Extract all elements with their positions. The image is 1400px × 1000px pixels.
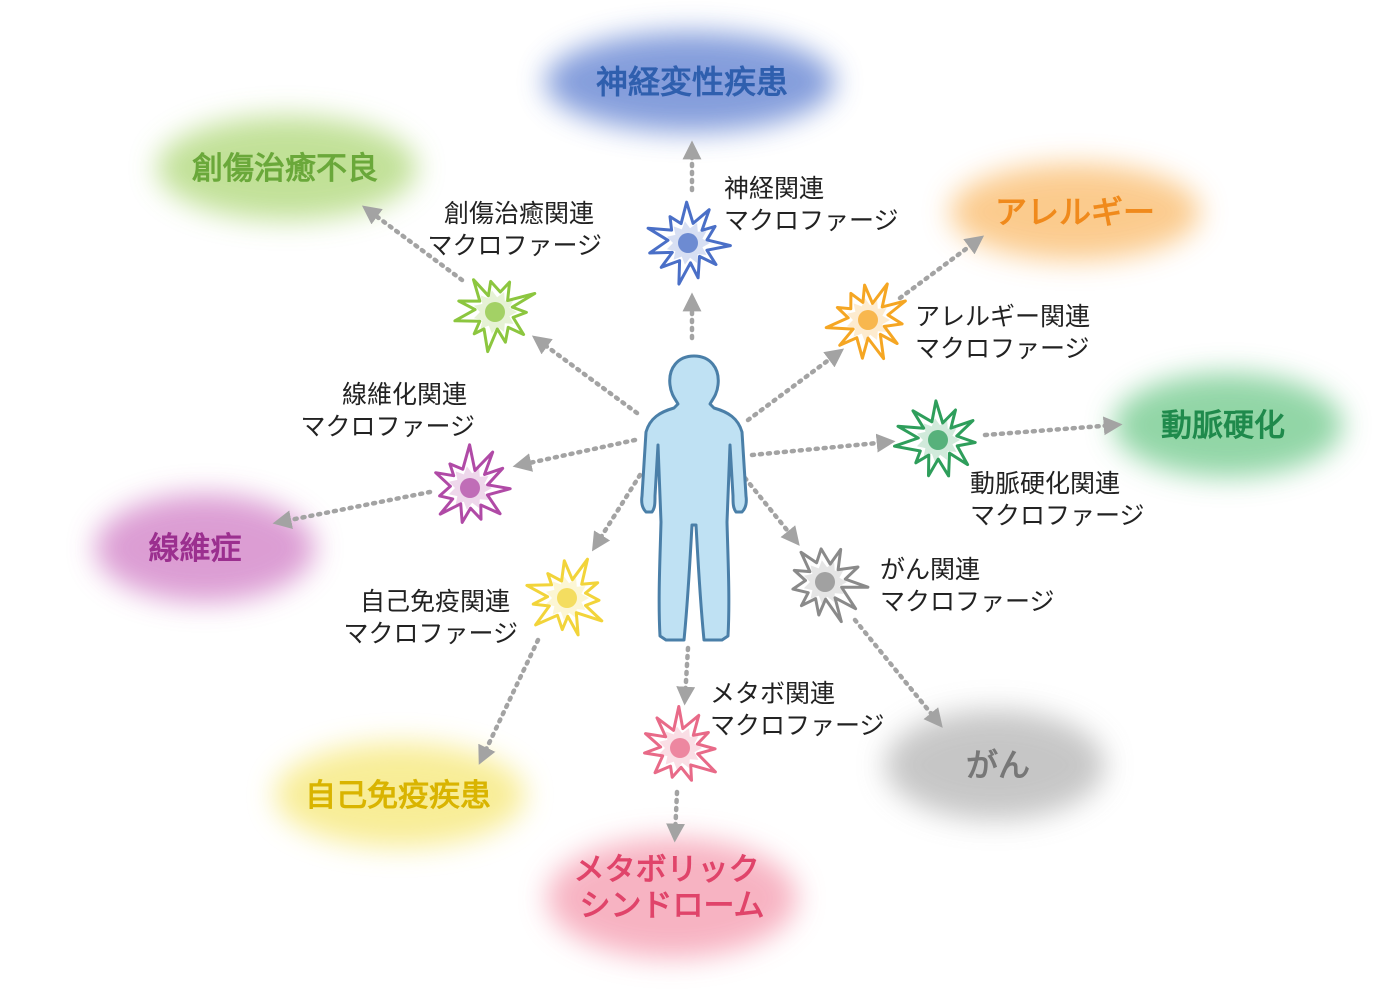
macrophage-cell-athero (893, 399, 977, 478)
arrow-fibrosis-macrophage-to-disease (272, 489, 433, 530)
macrophage-label-wound: 創傷治癒関連 マクロファージ (427, 199, 602, 260)
arrow-body-to-athero-macrophage (749, 433, 896, 458)
disease-bubble-bg (545, 32, 835, 132)
macrophage-label-line: アレルギー関連 (915, 302, 1090, 331)
arrow-group (272, 140, 1123, 843)
arrow-cancer-macrophage-to-disease (852, 617, 943, 728)
macrophage-label-line: 創傷治癒関連 (444, 199, 594, 228)
arrow-athero-macrophage-to-disease (982, 416, 1123, 438)
macrophage-label-neuro: 神経関連 マクロファージ (724, 174, 899, 235)
macrophage-cell-cancer (791, 547, 870, 624)
macrophage-cell-group (434, 200, 977, 782)
macrophage-nucleus (557, 588, 577, 608)
disease-label-line: メタボリック (574, 852, 760, 888)
macrophage-label-line: マクロファージ (427, 231, 602, 260)
macrophage-cell-wound (453, 278, 537, 354)
macrophage-label-line: 神経関連 (724, 174, 824, 203)
arrow-body-to-metabolic-macrophage (676, 645, 696, 706)
macrophage-label-fibrosis: 線維化関連 マクロファージ (300, 380, 475, 441)
disease-label: アレルギー (995, 193, 1155, 231)
macrophage-label-line: メタボ関連 (710, 679, 835, 708)
disease-label: 動脈硬化 (1161, 408, 1285, 444)
disease-autoimmune: 自己免疫疾患 (275, 743, 525, 847)
macrophage-label-line: 線維化関連 (342, 380, 467, 409)
disease-label: 創傷治癒不良 (192, 151, 378, 187)
disease-athero: 動脈硬化 (1113, 373, 1343, 477)
disease-label: 自己免疫疾患 (305, 778, 491, 814)
arrow-wound-macrophage-to-disease (361, 205, 465, 283)
arrow-body-to-fibrosis-macrophage (512, 437, 638, 472)
disease-allergy: アレルギー (950, 164, 1200, 260)
disease-label-line: 自己免疫疾患 (305, 778, 491, 814)
macrophage-cell-autoimmune (525, 557, 604, 637)
disease-bubble-bg (95, 494, 315, 602)
human-body-shape (640, 354, 748, 642)
disease-label-line: がん (966, 746, 1030, 784)
macrophage-label-line: マクロファージ (710, 711, 885, 740)
macrophage-nucleus (670, 738, 690, 758)
macrophage-nucleus (678, 233, 698, 253)
disease-fibrosis: 線維症 (95, 494, 315, 602)
macrophage-label-autoimmune: 自己免疫関連 マクロファージ (343, 587, 518, 648)
macrophage-label-line: 動脈硬化関連 (970, 469, 1120, 498)
macrophage-nucleus (858, 310, 878, 330)
arrow-body-to-wound-macrophage (531, 335, 640, 416)
macrophage-label-allergy: アレルギー関連 マクロファージ (915, 302, 1098, 363)
arrow-body-to-autoimmune-macrophage (591, 472, 643, 552)
disease-bubble-bg (950, 164, 1200, 260)
macrophage-nucleus (928, 430, 948, 450)
macrophage-label-athero: 動脈硬化関連 マクロファージ (970, 469, 1145, 530)
disease-bubble-bg (1113, 373, 1343, 477)
disease-label-line: 神経変性疾患 (596, 63, 788, 101)
macrophage-nucleus (485, 302, 505, 322)
macrophage-label-line: マクロファージ (915, 334, 1090, 363)
arrow-body-to-allergy-macrophage (745, 348, 845, 423)
disease-bubble-bg (885, 710, 1105, 820)
disease-neuro: 神経変性疾患 (545, 32, 835, 132)
disease-label-line: アレルギー (995, 193, 1155, 231)
macrophage-labels: 神経関連 マクロファージ 創傷治癒関連 マクロファージ アレルギー関連 マクロフ… (300, 174, 1144, 740)
disease-wound: 創傷治癒不良 (157, 116, 417, 220)
macrophage-label-line: 自己免疫関連 (360, 587, 510, 616)
disease-label: メタボリック シンドローム (574, 852, 771, 924)
macrophage-nucleus (460, 478, 480, 498)
macrophage-cell-metabolic (643, 705, 717, 782)
macrophage-label-line: マクロファージ (880, 587, 1055, 616)
macrophage-label-line: がん関連 (880, 555, 980, 584)
disease-label-line: 創傷治癒不良 (192, 151, 378, 187)
arrow-allergy-macrophage-to-disease (897, 235, 985, 301)
disease-label-line: シンドローム (579, 888, 764, 924)
macrophage-label-line: マクロファージ (724, 206, 899, 235)
human-body-icon (640, 354, 748, 642)
disease-bubble-bg (157, 116, 417, 220)
disease-cancer: がん (885, 710, 1105, 820)
macrophage-label-line: マクロファージ (343, 619, 518, 648)
disease-label-line: 動脈硬化 (1161, 408, 1285, 444)
disease-label: 線維症 (149, 531, 242, 567)
macrophage-cell-fibrosis (434, 443, 512, 524)
disease-label: 神経変性疾患 (596, 63, 788, 101)
macrophage-nucleus (815, 572, 835, 592)
disease-label: がん (966, 746, 1030, 784)
arrow-metabolic-macrophage-to-disease (666, 789, 685, 843)
disease-bubble-bg (275, 743, 525, 847)
macrophage-label-line: マクロファージ (970, 501, 1145, 530)
macrophage-label-line: マクロファージ (300, 412, 475, 441)
arrow-body-to-cancer-macrophage (742, 475, 800, 546)
macrophage-label-cancer: がん関連 マクロファージ (880, 555, 1055, 616)
disease-metabolic: メタボリック シンドローム (547, 838, 797, 958)
macrophage-cell-neuro (646, 200, 732, 286)
disease-label-line: 線維症 (149, 531, 242, 567)
macrophage-cell-allergy (824, 282, 907, 361)
macrophage-label-metabolic: メタボ関連 マクロファージ (710, 679, 885, 740)
arrow-autoimmune-macrophage-to-disease (478, 637, 541, 765)
disease-bubble-bg (547, 838, 797, 958)
